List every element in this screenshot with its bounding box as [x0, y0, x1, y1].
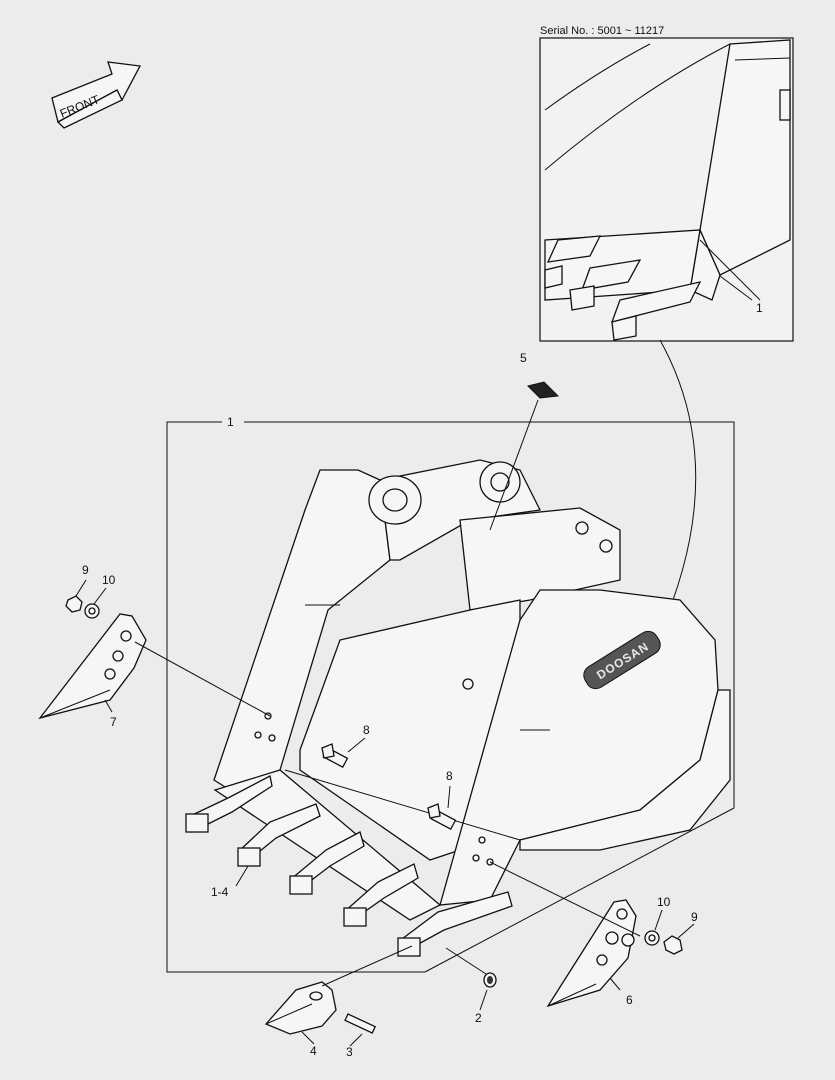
- washer-right: [644, 930, 660, 946]
- callout-item-7: 7: [110, 715, 117, 729]
- decal-part: [527, 381, 560, 399]
- callout-item-8-right: 8: [446, 769, 453, 783]
- front-arrow: FRONT: [51, 61, 142, 129]
- bucket-teeth: [185, 775, 513, 957]
- side-cutter-left: [38, 613, 147, 720]
- washer-left: [84, 603, 100, 619]
- inset-detail: [539, 37, 794, 776]
- lock-washer: [483, 972, 497, 988]
- callout-item-5: 5: [520, 351, 527, 365]
- callout-item-3: 3: [346, 1045, 353, 1059]
- nut-right: [663, 935, 683, 955]
- callout-item-10-right: 10: [657, 895, 671, 909]
- callout-item-9-left: 9: [82, 563, 89, 577]
- callout-item-8-left: 8: [363, 723, 370, 737]
- callout-item-9-right: 9: [691, 910, 698, 924]
- bucket-body: DOOSAN: [213, 459, 731, 921]
- serial-number: Serial No. : 5001 ~ 11217: [540, 25, 664, 37]
- side-cutter-right: [546, 899, 637, 1008]
- nut-left: [65, 595, 83, 613]
- tooth-pin: [344, 1013, 377, 1034]
- callout-item-2: 2: [475, 1011, 482, 1025]
- callout-item-1-4: 1-4: [211, 885, 229, 899]
- callout-item-4: 4: [310, 1044, 317, 1058]
- bolt-right: [427, 803, 457, 831]
- callout-main-bucket: 1: [227, 415, 234, 429]
- callout-item-6: 6: [626, 993, 633, 1007]
- bolt-left: [321, 743, 349, 769]
- bucket-tooth: [264, 981, 337, 1035]
- callout-inset-bucket: 1: [756, 301, 763, 315]
- callout-item-10-left: 10: [102, 573, 116, 587]
- main-bucket-frame: [166, 421, 735, 973]
